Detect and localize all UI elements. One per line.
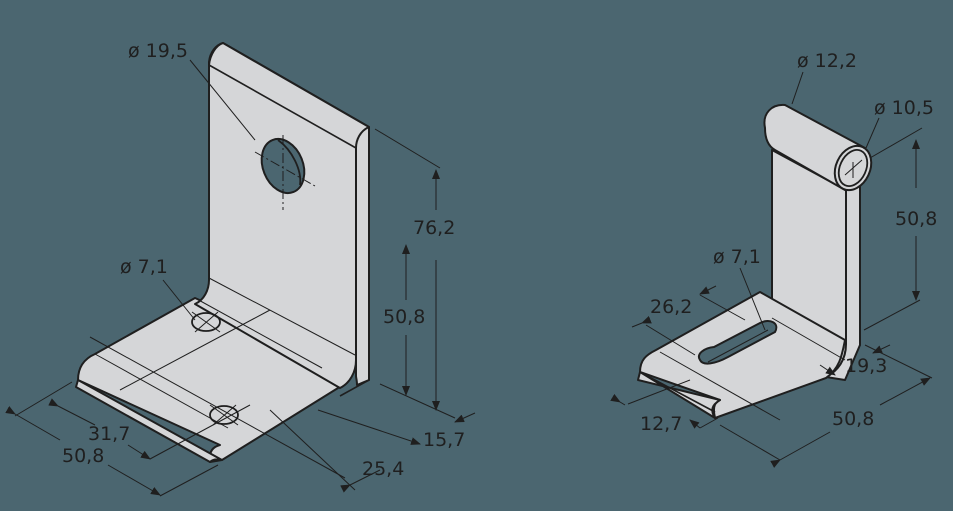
label-thickness: 15,7	[423, 429, 465, 451]
label-right-height: 50,8	[895, 208, 937, 230]
right-dimensions	[610, 71, 933, 468]
hole-small-icon	[191, 312, 221, 332]
label-tube-outer: ø 12,2	[797, 50, 857, 72]
left-dimensions	[5, 59, 476, 497]
label-slot-offset: 12,7	[640, 413, 682, 435]
label-height-hole: 50,8	[383, 306, 425, 328]
label-height-total: 76,2	[413, 217, 455, 239]
label-width-outer: 50,8	[62, 445, 104, 467]
right-bracket	[637, 103, 873, 421]
label-length: 50,8	[832, 408, 874, 430]
label-slot: ø 7,1	[713, 246, 761, 268]
label-width-inner: 31,7	[88, 423, 130, 445]
label-hole-large: ø 19,5	[128, 40, 188, 62]
label-base-hole-offset: 25,4	[362, 458, 404, 480]
left-base-edge	[75, 379, 223, 463]
slot-icon	[698, 320, 778, 365]
label-tube-inner: ø 10,5	[874, 97, 934, 119]
hole-small-icon-2	[209, 405, 239, 425]
label-slot-length: 26,2	[650, 296, 692, 318]
label-hole-small: ø 7,1	[120, 256, 168, 278]
label-depth: 19,3	[845, 355, 887, 377]
left-bracket	[75, 42, 370, 479]
